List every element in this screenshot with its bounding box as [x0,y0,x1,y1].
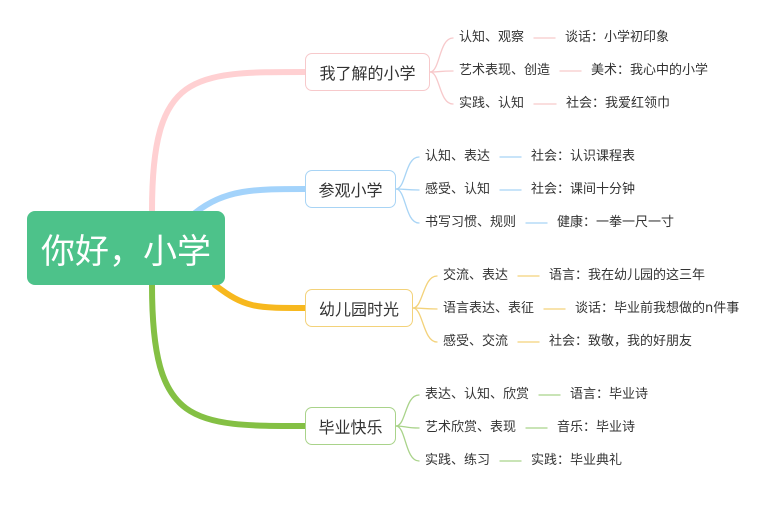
leaf-connector [429,37,454,73]
leaf-skill: 感受、认知 [425,182,491,197]
leaf-activity: 语言：我在幼儿园的这三年 [549,268,706,283]
branch-node-graduation[interactable]: 毕业快乐 [305,407,396,445]
leaf-connector [429,71,454,105]
branch-connector [212,282,308,311]
leaf-skill: 认知、表达 [425,149,491,164]
leaf-connector [395,156,420,190]
leaf-connector [395,425,420,462]
branch-label: 毕业快乐 [318,418,383,437]
branch-node-understand-school[interactable]: 我了解的小学 [305,53,430,91]
leaf-skill: 艺术表现、创造 [459,63,551,78]
branch-label: 幼儿园时光 [318,300,399,319]
branch-label: 我了解的小学 [319,64,416,83]
leaf-skill: 交流、表达 [443,268,509,283]
leaf-skill: 表达、认知、欣赏 [425,387,530,402]
leaf-skill: 实践、练习 [425,453,491,468]
leaf-activity: 实践：毕业典礼 [531,453,623,468]
leaf-skill: 认知、观察 [459,30,525,45]
leaf-activity: 社会：我爱红领巾 [566,96,671,111]
leaf-connector [412,307,438,343]
leaf-connector [395,188,420,224]
leaf-activity: 谈话：小学初印象 [565,30,670,45]
branch-node-visit-school[interactable]: 参观小学 [305,170,396,208]
leaf-activity: 社会：致敬，我的好朋友 [549,334,693,349]
branch-connector [192,186,308,216]
leaf-activity: 语言：毕业诗 [570,387,649,402]
leaf-connector [412,275,438,309]
branch-node-kindergarten-time[interactable]: 幼儿园时光 [305,289,413,327]
leaf-activity: 社会：课间十分钟 [531,182,636,197]
leaf-skill: 艺术欣赏、表现 [425,420,517,435]
leaf-skill: 实践、认知 [459,96,525,111]
branch-label: 参观小学 [318,181,383,200]
root-node[interactable]: 你好，小学 [27,211,225,285]
leaf-activity: 音乐：毕业诗 [557,420,636,435]
leaf-activity: 谈话：毕业前我想做的n件事 [575,301,740,316]
root-label: 你好，小学 [41,231,211,272]
branch-connector [149,282,308,429]
leaf-connector [395,394,420,427]
leaf-skill: 感受、交流 [443,334,509,349]
branch-connector [149,69,308,214]
leaf-activity: 美术：我心中的小学 [591,63,709,78]
leaf-activity: 健康：一拳一尺一寸 [557,215,675,230]
leaf-skill: 书写习惯、规则 [425,215,517,230]
leaf-connector [412,307,438,310]
leaf-activity: 社会：认识课程表 [531,149,636,164]
leaf-skill: 语言表达、表征 [443,301,535,316]
